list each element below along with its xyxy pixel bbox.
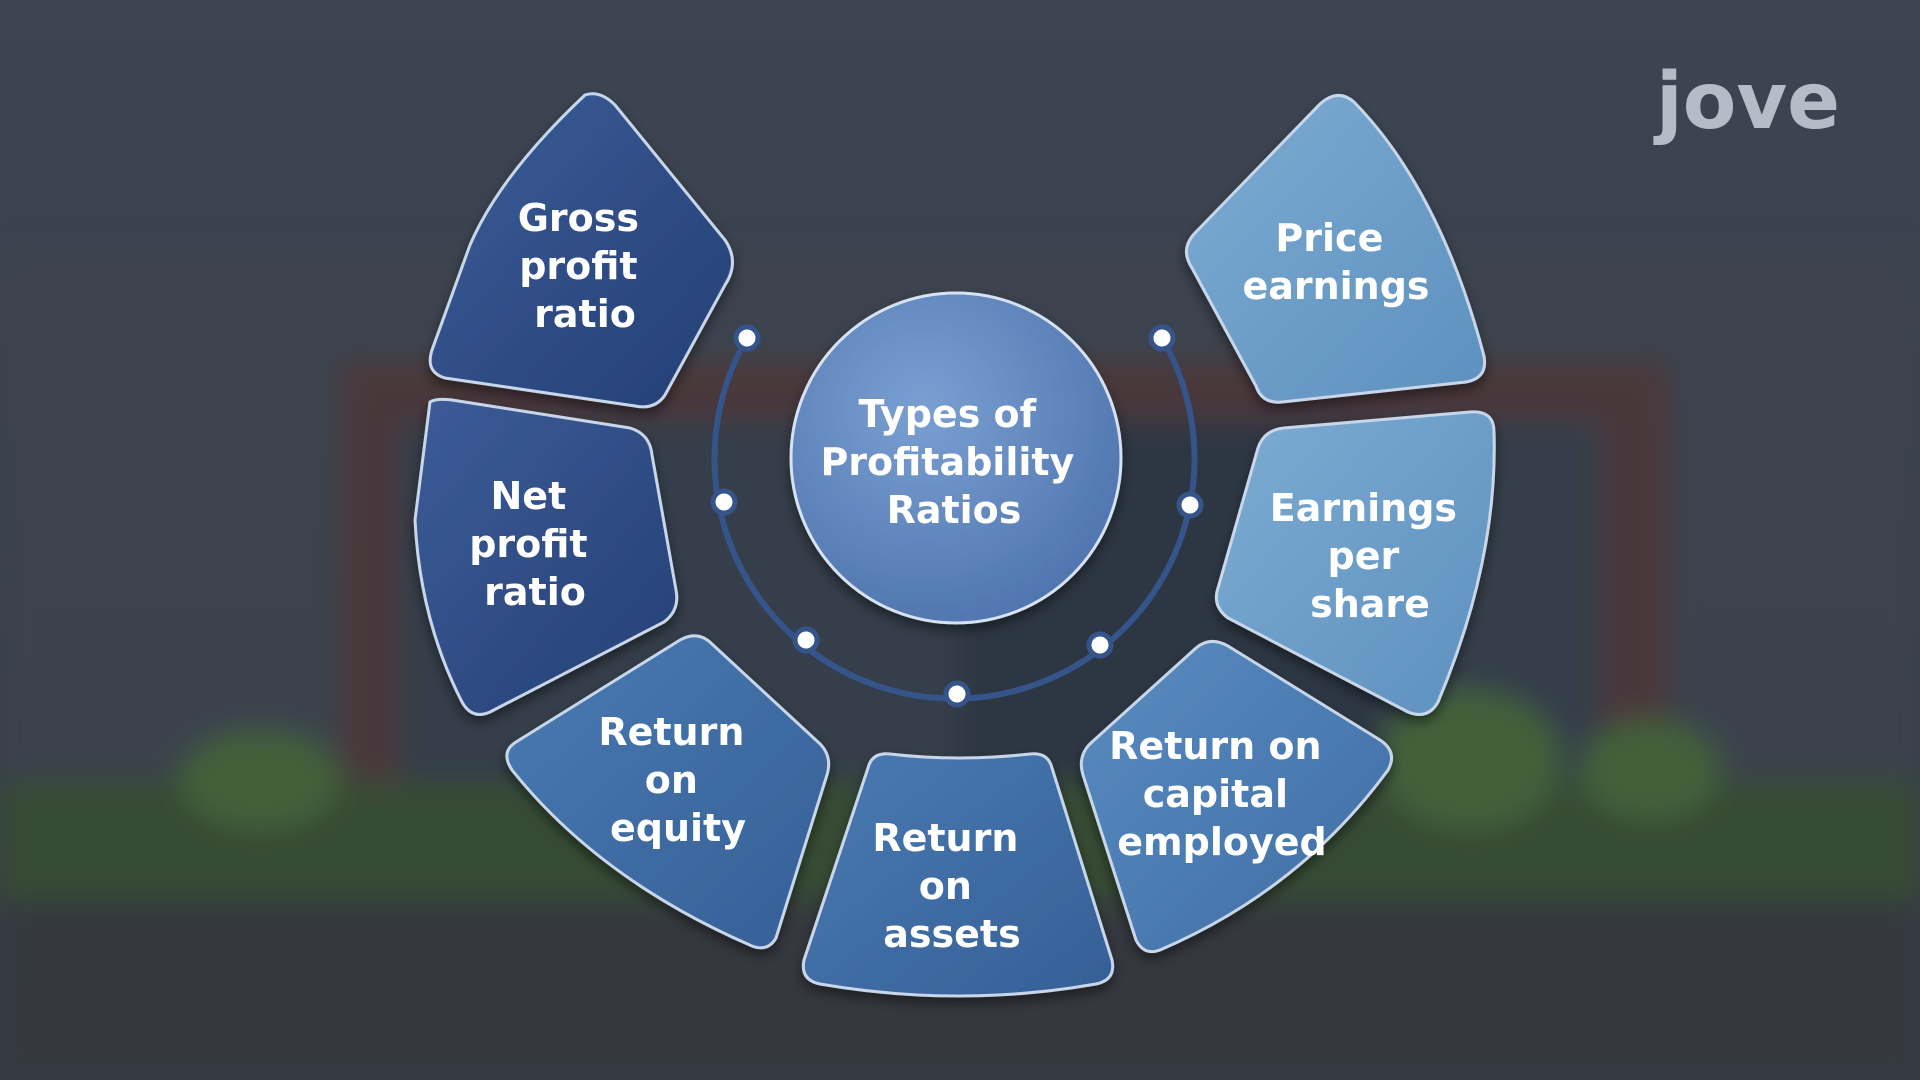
center-node: Types of Profitability Ratios bbox=[789, 291, 1123, 625]
segment-label-price-earnings: Price earnings bbox=[1242, 216, 1429, 308]
ring-dots bbox=[710, 324, 1204, 708]
segment-earnings-per-share: Earnings per share bbox=[1214, 410, 1496, 716]
ring-dot bbox=[710, 488, 738, 516]
segment-gross-profit-ratio: Gross profit ratio bbox=[428, 92, 734, 409]
ring-dot bbox=[1148, 324, 1176, 352]
segment-label-gross-profit-ratio: Gross profit ratio bbox=[518, 196, 653, 336]
ring-dot bbox=[943, 680, 971, 708]
segment-return-on-capital-employed: Return on capital employed bbox=[1079, 640, 1394, 954]
segment-label-return-on-assets: Return on assets bbox=[872, 816, 1031, 956]
ring-dot bbox=[792, 626, 820, 654]
segment-label-return-on-capital-employed: Return on capital employed bbox=[1109, 724, 1335, 864]
jove-logo: jove bbox=[1653, 57, 1840, 147]
segment-net-profit-ratio: Net profit ratio bbox=[413, 397, 679, 716]
ring-dot bbox=[1086, 631, 1114, 659]
jove-logo-text: jove bbox=[1653, 57, 1840, 147]
segment-label-return-on-equity: Return on equity bbox=[598, 710, 757, 850]
ring-dot bbox=[1176, 491, 1204, 519]
segment-label-earnings-per-share: Earnings per share bbox=[1270, 486, 1471, 626]
segment-return-on-assets: Return on assets bbox=[801, 752, 1115, 998]
ring-dot bbox=[733, 324, 761, 352]
center-title: Types of Profitability Ratios bbox=[820, 392, 1087, 532]
segment-label-net-profit-ratio: Net profit ratio bbox=[469, 474, 601, 614]
segment-price-earnings: Price earnings bbox=[1185, 94, 1487, 404]
segment-return-on-equity: Return on equity bbox=[505, 634, 831, 950]
